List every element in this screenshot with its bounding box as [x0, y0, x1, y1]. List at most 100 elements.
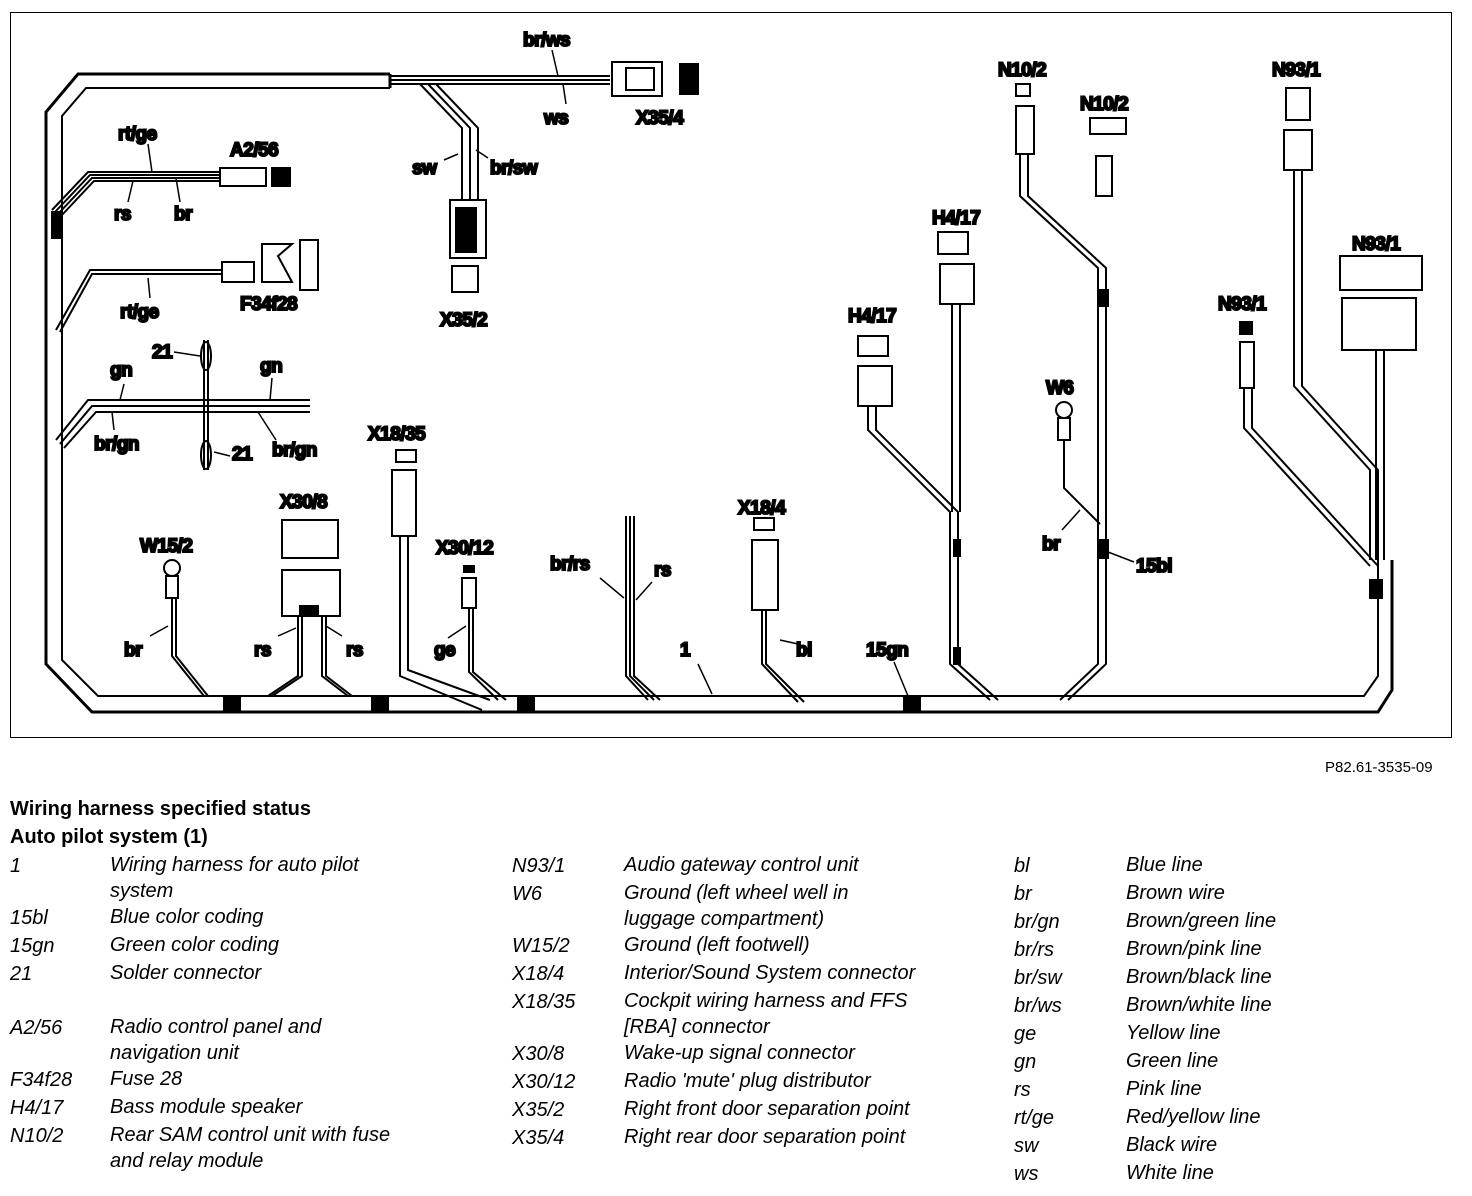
- wiring-diagram-frame: [10, 12, 1452, 738]
- legend-row: N93/1 Audio gateway control unit: [512, 852, 964, 880]
- legend-description-line: Brown/white line: [1126, 994, 1272, 1016]
- legend-code: W6: [512, 883, 542, 905]
- branch-f34f28: [55, 239, 319, 333]
- legend-row: br Brown wire: [1014, 880, 1326, 908]
- harness-marker: [223, 695, 241, 713]
- harness-marker: [51, 211, 63, 239]
- legend-description: Brown wire: [1126, 880, 1326, 908]
- wire-label: rt/ge: [120, 302, 159, 323]
- x18-4-connector: [751, 539, 779, 611]
- branch-w6: [1055, 401, 1101, 525]
- component-label-x35-2: X35/2: [440, 310, 487, 331]
- x30-12-connector: [461, 577, 477, 609]
- legend-code: H4/17: [10, 1097, 64, 1119]
- legend-description: Ground (left footwell): [624, 932, 964, 960]
- component-label-n10-2: N10/2: [1080, 94, 1128, 115]
- color-coding-label: 15bl: [1136, 556, 1172, 577]
- leader-lines: [111, 49, 1135, 697]
- component-label-n93-1: N93/1: [1218, 294, 1267, 315]
- harness-marker: [371, 695, 389, 713]
- component-label-n93-1: N93/1: [1352, 234, 1401, 255]
- legend-subtitle: Auto pilot system (1): [10, 826, 208, 848]
- wire-label: rs: [114, 204, 131, 225]
- wire-label: br/sw: [490, 158, 538, 179]
- legend-description-line: Bass module speaker: [110, 1096, 303, 1118]
- color-coding-label: 15gn: [866, 640, 908, 661]
- legend-description-line: Pink line: [1126, 1078, 1202, 1100]
- legend-description-line: Brown wire: [1126, 882, 1225, 904]
- legend-description-line: Radio 'mute' plug distributor: [624, 1070, 871, 1092]
- legend-description-line: Wiring harness for auto pilot: [110, 854, 359, 876]
- legend-description-line: Audio gateway control unit: [624, 854, 859, 876]
- legend-code: X35/2: [512, 1099, 565, 1121]
- branch-h4-17: [857, 231, 999, 701]
- branch-x18-35: [391, 449, 491, 711]
- legend-description-line: Green color coding: [110, 934, 279, 956]
- legend-row: ws White line: [1014, 1160, 1326, 1188]
- legend-description-line: Brown/green line: [1126, 910, 1277, 932]
- legend-description-line: Fuse 28: [110, 1068, 183, 1090]
- legend-code: br/rs: [1014, 939, 1054, 961]
- legend-description-line: White line: [1126, 1162, 1214, 1184]
- wire-label: br/gn: [272, 440, 317, 461]
- legend-description-line: navigation unit: [110, 1042, 239, 1064]
- legend-code: br: [1014, 883, 1032, 905]
- legend-description: Radio 'mute' plug distributor: [624, 1068, 964, 1096]
- ground-w15-2-icon: [163, 559, 181, 577]
- wire-label: bl: [796, 640, 812, 661]
- component-label-f34f28: F34f28: [240, 294, 297, 315]
- legend-code: rs: [1014, 1079, 1031, 1101]
- legend-code: N93/1: [512, 855, 566, 877]
- x35-4-connector: [611, 61, 663, 97]
- legend-code: X30/12: [512, 1071, 576, 1093]
- n93-1-pin-view: [1239, 321, 1253, 335]
- legend-description-line: and relay module: [110, 1150, 264, 1172]
- legend-description: Right front door separation point: [624, 1096, 964, 1124]
- component-label-n10-2: N10/2: [998, 60, 1046, 81]
- legend-row: X35/2 Right front door separation point: [512, 1096, 964, 1124]
- component-label-w15-2: W15/2: [140, 536, 192, 557]
- wire-label: sw: [412, 158, 437, 179]
- wire-label: rs: [346, 640, 363, 661]
- n10-2-connector: [1015, 105, 1035, 155]
- legend-code: 21: [10, 963, 33, 985]
- legend-description-line: Solder connector: [110, 962, 262, 984]
- legend-description: Red/yellow line: [1126, 1104, 1326, 1132]
- component-label-h4-17: H4/17: [932, 208, 980, 229]
- legend-code: ge: [1014, 1023, 1037, 1045]
- legend-description-line: Cockpit wiring harness and FFS: [624, 990, 908, 1012]
- legend-description: Green color coding: [110, 932, 430, 960]
- legend-description: Brown/black line: [1126, 964, 1326, 992]
- n93-1-connector: [1283, 129, 1313, 171]
- harness-label: 1: [680, 640, 691, 661]
- solder-label: 21: [232, 444, 253, 465]
- wire-label: br: [174, 204, 193, 225]
- n93-1-connector: [1239, 341, 1255, 389]
- legend-code: X18/35: [512, 991, 576, 1013]
- branch-w15-2: [163, 559, 209, 697]
- legend-description: Rear SAM control unit with fuse and relay…: [110, 1122, 430, 1174]
- x35-2-connector: [449, 199, 487, 259]
- legend-description: Black wire: [1126, 1132, 1326, 1160]
- n10-2-pin-view: [1015, 83, 1031, 97]
- legend-description-line: Rear SAM control unit with fuse: [110, 1124, 391, 1146]
- solder-label: 21: [152, 342, 173, 363]
- h4-17-pin-view: [857, 335, 889, 357]
- legend-code: ws: [1014, 1163, 1039, 1185]
- fuse-28-icon: [299, 239, 319, 291]
- legend-description: Pink line: [1126, 1076, 1326, 1104]
- n10-2-connector: [1095, 155, 1113, 197]
- x18-35-connector: [391, 469, 417, 537]
- legend-description-line: Brown/black line: [1126, 966, 1272, 988]
- legend-code: br/ws: [1014, 995, 1062, 1017]
- legend-code: 15bl: [10, 907, 48, 929]
- legend-description: Blue color coding: [110, 904, 430, 932]
- legend-row: 15bl Blue color coding: [10, 904, 430, 932]
